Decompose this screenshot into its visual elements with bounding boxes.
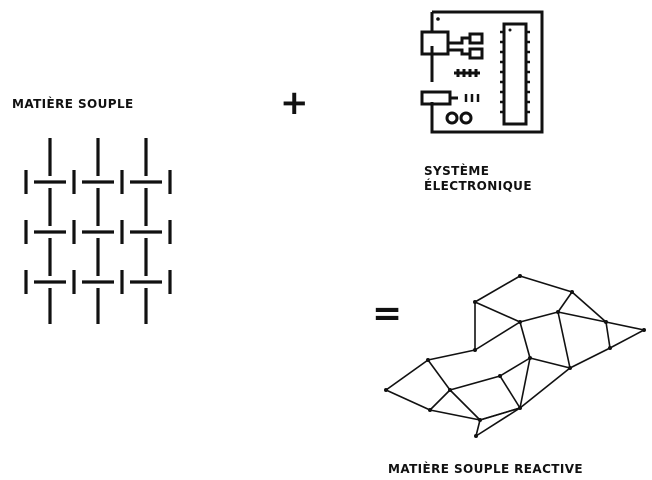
reactive-soft-matter-label: MATIÈRE SOUPLE REACTIVE	[388, 462, 584, 476]
plus-symbol: +	[280, 83, 309, 123]
equals-symbol: =	[372, 293, 403, 334]
electronic-system-label: SYSTÈME ÉLECTRONIQUE	[424, 164, 532, 194]
electronic-label-line1: SYSTÈME	[424, 164, 490, 178]
woven-fabric-icon	[24, 138, 172, 324]
deformed-mesh-icon	[384, 274, 646, 438]
electronic-label-line2: ÉLECTRONIQUE	[424, 179, 532, 193]
soft-matter-label: MATIÈRE SOUPLE	[12, 97, 134, 111]
circuit-board-icon	[420, 10, 544, 134]
